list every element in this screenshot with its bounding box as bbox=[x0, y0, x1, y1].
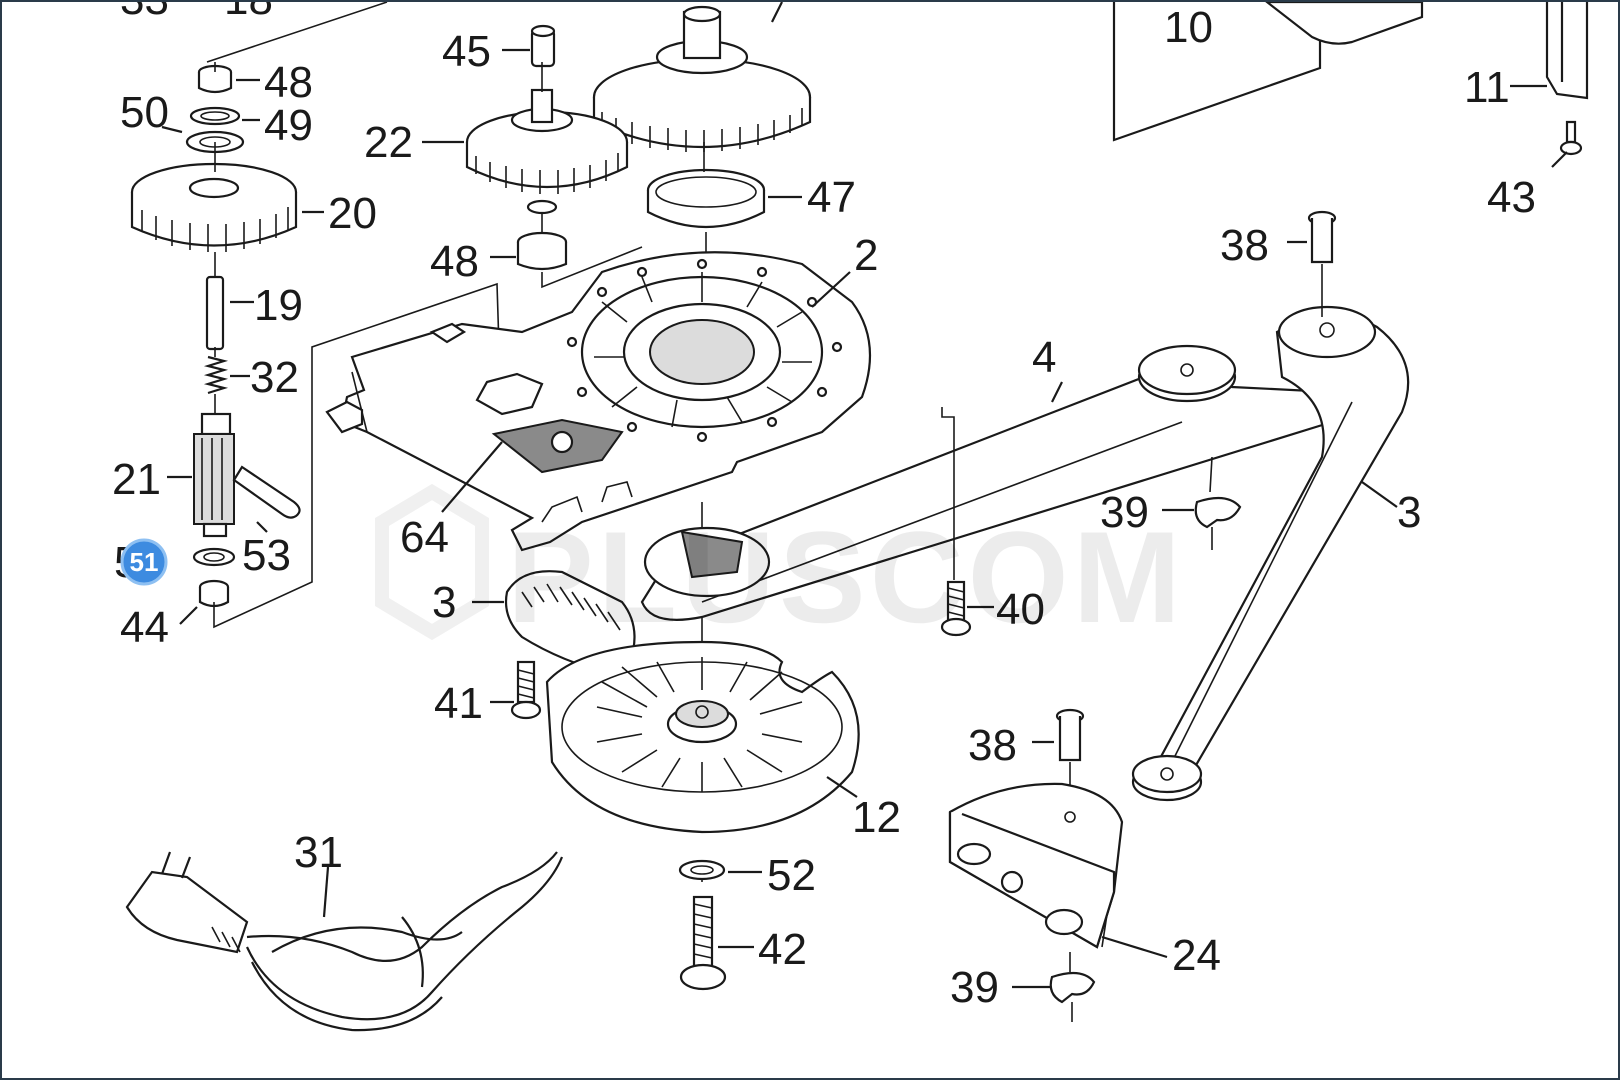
part-64-pad: 64 bbox=[400, 372, 624, 562]
part-31-power-cord: 31 bbox=[125, 828, 564, 1032]
callout-5: 3 bbox=[1397, 488, 1421, 537]
callout-49: 49 bbox=[264, 101, 313, 150]
callout-43: 43 bbox=[1487, 173, 1536, 222]
callout-40: 40 bbox=[996, 585, 1045, 634]
callout-45: 45 bbox=[442, 27, 491, 76]
callout-52: 52 bbox=[767, 851, 816, 900]
part-5-arm: 3 bbox=[1131, 305, 1421, 802]
guide-line-top bbox=[206, 2, 388, 63]
part-47-ring: 47 bbox=[646, 168, 856, 229]
callout-19: 19 bbox=[254, 281, 303, 330]
part-3-cam: 3 bbox=[432, 570, 636, 676]
part-48-bushing-lower: 48 bbox=[430, 231, 568, 286]
part-11-bracket: 11 bbox=[1464, 2, 1589, 112]
part-38-pin-upper: 38 bbox=[1220, 210, 1337, 317]
callout-44: 44 bbox=[120, 603, 169, 652]
part-10-control-box: 10 bbox=[1112, 2, 1424, 142]
part-22-gear: 22 bbox=[364, 88, 629, 215]
callout-3: 3 bbox=[432, 578, 456, 627]
callout-18: 18 bbox=[224, 2, 273, 24]
callout-2: 2 bbox=[854, 231, 878, 280]
callout-39-lower: 39 bbox=[950, 963, 999, 1012]
callout-64: 64 bbox=[400, 513, 449, 562]
callout-42: 42 bbox=[758, 925, 807, 974]
callout-39: 39 bbox=[1100, 488, 1149, 537]
callout-20: 20 bbox=[328, 189, 377, 238]
part-44-bushing: 44 bbox=[120, 579, 230, 652]
part-43-screw: 43 bbox=[1487, 120, 1583, 222]
part-12-disc: 12 bbox=[545, 640, 901, 842]
part-48-bushing-upper: 48 bbox=[197, 58, 313, 107]
part-39-clip-upper: 39 bbox=[1100, 456, 1242, 550]
watermark-text: PLUSCOM bbox=[507, 504, 1185, 650]
badge-51-label: 51 bbox=[130, 547, 159, 577]
part-4-arm: 4 bbox=[640, 333, 1334, 621]
badge-51[interactable]: 5 51 bbox=[114, 538, 168, 587]
callout-24: 24 bbox=[1172, 931, 1221, 980]
part-41-screw: 41 bbox=[434, 660, 542, 728]
callout-48-lower: 48 bbox=[430, 237, 479, 286]
callout-21: 21 bbox=[112, 455, 161, 504]
part-40-bolt: 40 bbox=[940, 407, 1045, 637]
callout-47: 47 bbox=[807, 173, 856, 222]
part-19-shaft: 19 bbox=[205, 275, 303, 351]
callout-32: 32 bbox=[250, 353, 299, 402]
part-42-bolt: 42 bbox=[679, 895, 807, 991]
callout-22: 22 bbox=[364, 118, 413, 167]
part-49-clip: 49 bbox=[189, 101, 313, 150]
callout-48: 48 bbox=[264, 58, 313, 107]
watermark: PLUSCOM bbox=[375, 483, 1185, 650]
part-53-key: 53 bbox=[232, 465, 301, 580]
callout-33: 33 bbox=[120, 2, 169, 24]
part-24-bracket: 24 bbox=[948, 782, 1221, 980]
callout-12: 12 bbox=[852, 793, 901, 842]
callout-53: 53 bbox=[242, 531, 291, 580]
callout-41: 41 bbox=[434, 679, 483, 728]
callout-38-lower: 38 bbox=[968, 721, 1017, 770]
callout-31: 31 bbox=[294, 828, 343, 877]
callout-50: 50 bbox=[120, 88, 169, 137]
part-21-pinion: 21 bbox=[112, 412, 235, 538]
part-52-washer: 52 bbox=[678, 851, 816, 900]
part-39-clip-lower: 39 bbox=[950, 952, 1096, 1022]
part-20-gear: 20 bbox=[130, 162, 377, 252]
callout-38: 38 bbox=[1220, 221, 1269, 270]
part-51-washer bbox=[192, 547, 236, 567]
part-38-pin-lower: 38 bbox=[968, 708, 1085, 812]
part-large-gear-top bbox=[592, 2, 812, 152]
callout-4: 4 bbox=[1032, 333, 1056, 382]
part-45-pin: 45 bbox=[442, 24, 556, 76]
callout-11: 11 bbox=[1464, 63, 1510, 112]
callout-10: 10 bbox=[1164, 3, 1213, 52]
part-32-spring: 32 bbox=[203, 353, 299, 402]
